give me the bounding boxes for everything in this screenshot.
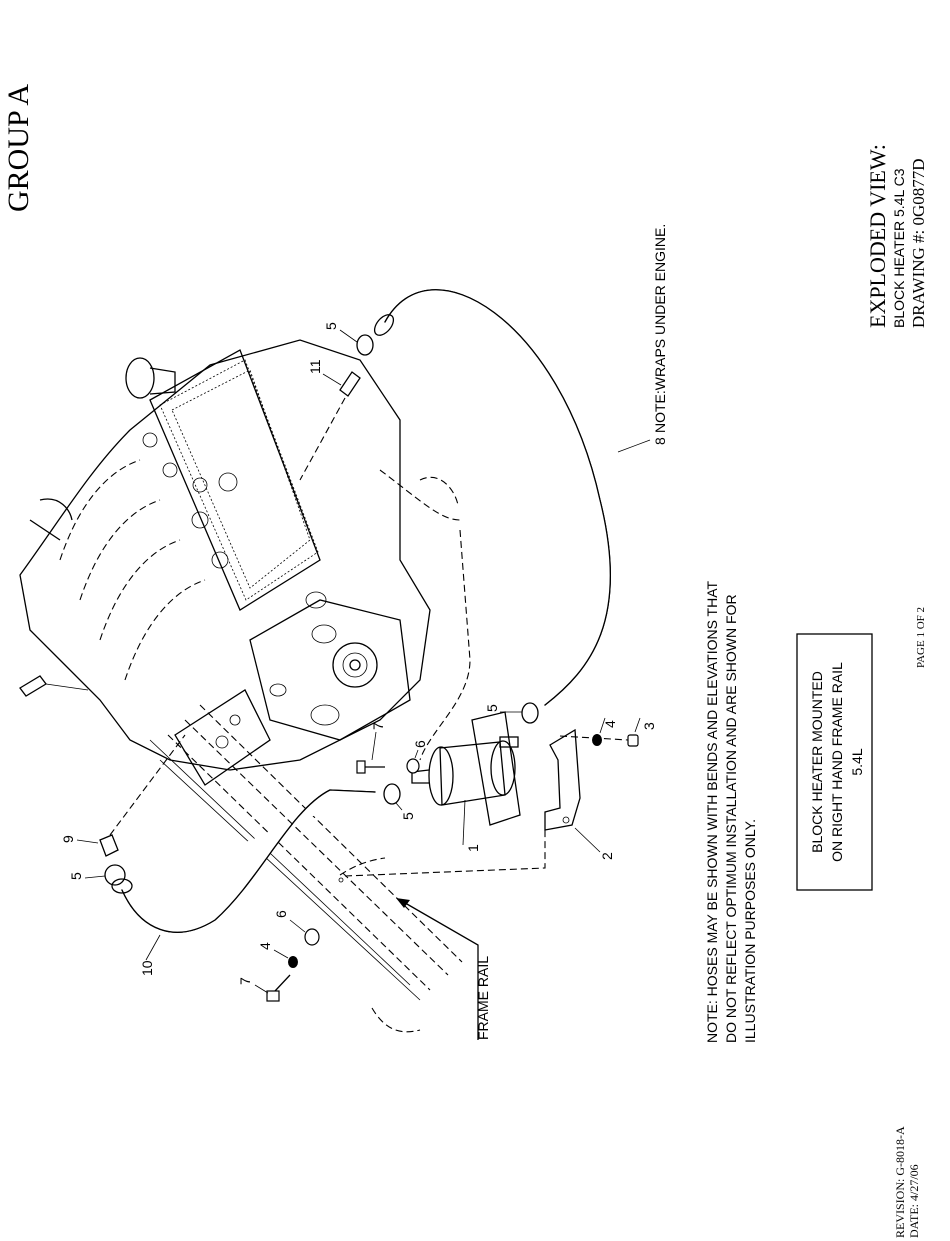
callout-5-lower: 5 [400, 812, 416, 820]
callout-7-upper: 7 [370, 722, 386, 730]
group-label: GROUP A [2, 84, 35, 212]
callout-2: 2 [599, 852, 615, 860]
callout-6-lower: 6 [273, 910, 289, 918]
nut-3 [627, 734, 639, 747]
washer-6-lower [304, 928, 320, 946]
washer-4-lower [288, 956, 298, 968]
date-label: DATE: 4/27/06 [907, 1164, 921, 1238]
fitting-9 [99, 834, 119, 857]
drawing-number: DRAWING #: 0G0877D [909, 158, 928, 328]
page-number: PAGE 1 OF 2 [915, 607, 927, 668]
callout-4-lower: 4 [257, 942, 273, 950]
bolt-7-upper [356, 760, 385, 774]
frame-rail-leader [399, 899, 479, 1040]
mount-box-line1: BLOCK HEATER MOUNTED [809, 671, 825, 853]
callout-5-upper: 5 [323, 322, 339, 330]
revision-label: REVISION: G-8018-A [893, 1126, 907, 1238]
view-title: EXPLODED VIEW: [865, 144, 890, 328]
wraps-note: NOTE:WRAPS UNDER ENGINE. [652, 224, 668, 433]
callout-10: 10 [139, 960, 155, 976]
hoses-note-line2: DO NOT REFLECT OPTIMUM INSTALLATION AND … [723, 594, 739, 1043]
model-label: BLOCK HEATER 5.4L C3 [891, 168, 907, 328]
callout-1: 1 [465, 844, 481, 852]
callout-8: 8 [652, 437, 668, 445]
mount-box-line2: ON RIGHT HAND FRAME RAIL [829, 662, 845, 862]
callout-5-right: 5 [484, 704, 500, 712]
callout-3: 3 [641, 722, 657, 730]
hoses-note-line3: ILLUSTRATION PURPOSES ONLY. [742, 819, 758, 1043]
callout-5-left: 5 [68, 872, 84, 880]
callout-7-lower: 7 [237, 977, 253, 985]
washer-4 [592, 734, 602, 746]
mount-box [796, 633, 873, 891]
hoses-note-line1: NOTE: HOSES MAY BE SHOWN WITH BENDS AND … [704, 580, 720, 1043]
mount-box-line3: 5.4L [849, 748, 865, 775]
washer-6-upper [406, 758, 420, 774]
callout-6-upper: 6 [412, 740, 428, 748]
frame-rail-label: FRAME RAIL [475, 956, 491, 1040]
block-heater [411, 711, 521, 826]
callout-11: 11 [307, 359, 323, 374]
bolt-7-lower [266, 974, 291, 1002]
frame-rail [149, 469, 471, 1033]
engine-block [19, 339, 431, 786]
fitting-11 [339, 371, 361, 397]
mount-bracket [544, 728, 581, 831]
frame-rail-arrow [396, 898, 410, 908]
callout-9: 9 [60, 835, 76, 843]
callout-4-upper: 4 [602, 720, 618, 728]
